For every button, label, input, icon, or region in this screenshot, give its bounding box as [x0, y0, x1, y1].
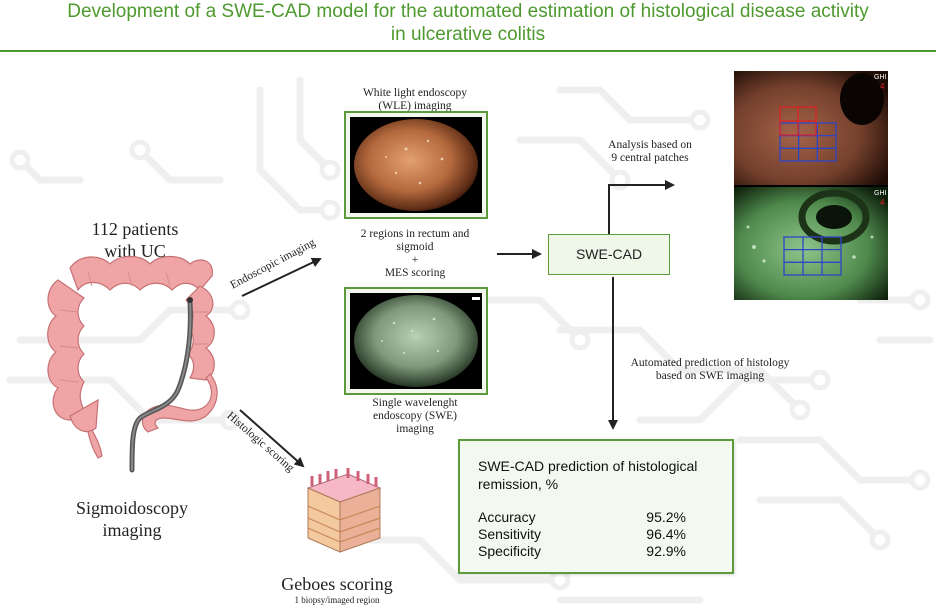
geboes-title: Geboes scoring — [272, 573, 402, 595]
wle-endoscopy-image — [346, 113, 486, 217]
endoscopy-stack: GHI 4 GHI 4 — [734, 71, 888, 300]
metric-label: Sensitivity — [478, 526, 541, 542]
tissue-block — [304, 466, 384, 556]
metric-label: Specificity — [478, 543, 541, 559]
swe-endoscopy-image — [346, 289, 486, 393]
regions-line2: sigmoid — [340, 241, 490, 254]
regions-line3: + — [340, 254, 490, 267]
swe-cad-box: SWE-CAD — [548, 234, 670, 275]
automated-label: Automated prediction of histology based … — [615, 357, 805, 383]
analysis-line2: 9 central patches — [595, 152, 705, 165]
wle-image-frame — [344, 111, 488, 219]
automated-line1: Automated prediction of histology — [615, 357, 805, 370]
overlay-score: 4 — [880, 82, 885, 91]
results-row-sensitivity: Sensitivity 96.4% — [478, 526, 712, 543]
overlay-tag: GHI — [874, 74, 887, 81]
endoscopy-wle-grid-image: GHI 4 — [734, 71, 888, 185]
geboes-label: Geboes scoring 1 biopsy/imaged region — [272, 573, 402, 605]
metric-label: Accuracy — [478, 509, 536, 525]
swe-label-line1: Single wavelenght — [340, 397, 490, 410]
geboes-subtitle: 1 biopsy/imaged region — [272, 595, 402, 605]
metric-value: 95.2% — [646, 509, 686, 526]
metric-value: 92.9% — [646, 543, 686, 560]
analysis-line1: Analysis based on — [595, 139, 705, 152]
results-heading: SWE-CAD prediction of histological remis… — [478, 457, 728, 493]
results-row-accuracy: Accuracy 95.2% — [478, 509, 712, 526]
regions-line4: MES scoring — [340, 267, 490, 280]
swe-image-frame — [344, 287, 488, 395]
results-row-specificity: Specificity 92.9% — [478, 543, 712, 560]
regions-label: 2 regions in rectum and sigmoid + MES sc… — [340, 228, 490, 280]
swe-label: Single wavelenght endoscopy (SWE) imagin… — [340, 397, 490, 436]
regions-line1: 2 regions in rectum and — [340, 228, 490, 241]
endoscopy-swe-grid-image: GHI 4 — [734, 187, 888, 300]
wle-label: White light endoscopy (WLE) imaging — [340, 87, 490, 113]
automated-line2: based on SWE imaging — [615, 370, 805, 383]
overlay-tag-2: GHI — [874, 190, 887, 197]
overlay-score-2: 4 — [880, 198, 885, 207]
swe-label-line2: endoscopy (SWE) — [340, 410, 490, 423]
analysis-label: Analysis based on 9 central patches — [595, 139, 705, 165]
swe-label-line3: imaging — [340, 423, 490, 436]
wle-line1: White light endoscopy — [340, 87, 490, 100]
results-box: SWE-CAD prediction of histological remis… — [458, 439, 734, 574]
analysis-arrow — [609, 185, 673, 234]
metric-value: 96.4% — [646, 526, 686, 543]
